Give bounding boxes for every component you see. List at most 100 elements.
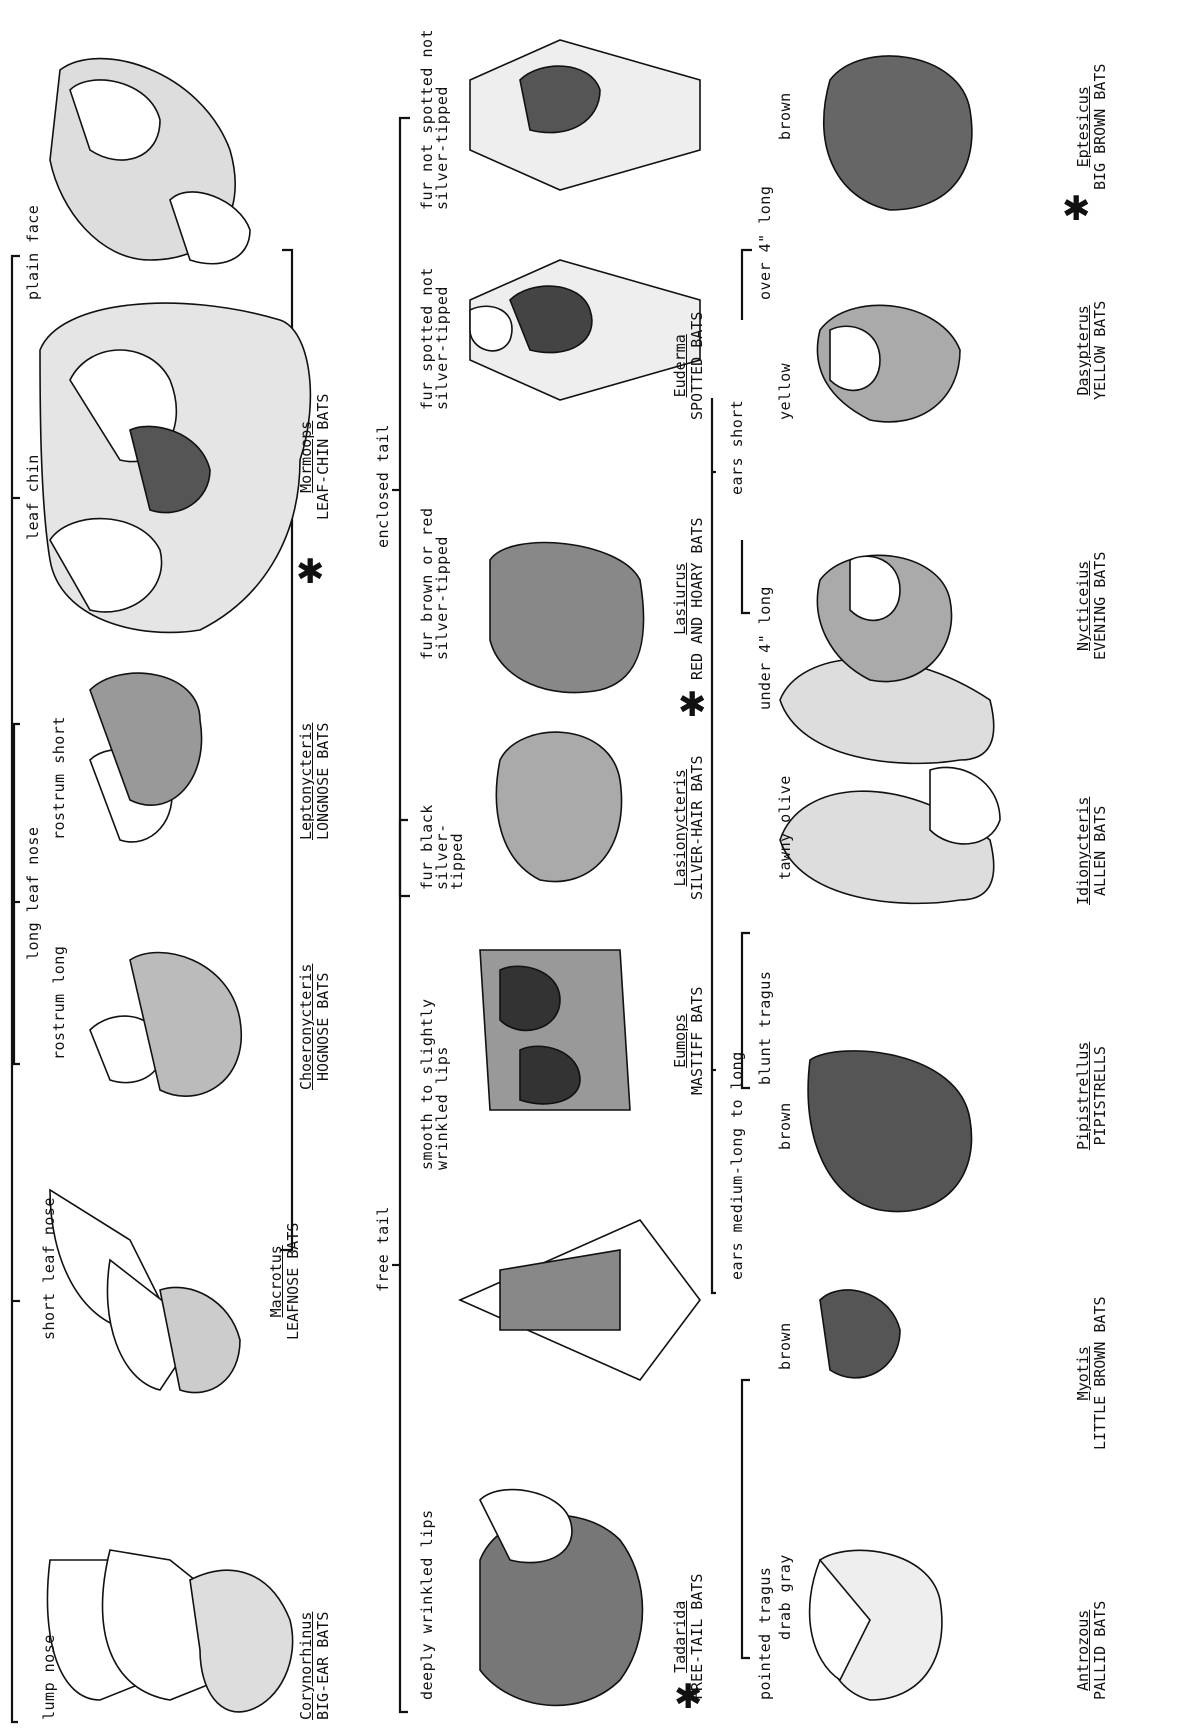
label-brown-pipistrellus: brown [778, 1102, 793, 1150]
bracket-over4 [742, 250, 752, 320]
label-fur-spotted: fur spotted not silver-tipped [420, 210, 450, 410]
label-pointed-tragus: pointed tragus [758, 1567, 773, 1700]
asterisk-lasiurus: ✱ [678, 688, 707, 722]
bracket-fur [400, 118, 410, 896]
genus-eumops: Eumops MASTIFF BATS [672, 987, 707, 1095]
label-brown-eptesicus: brown [778, 92, 793, 140]
genus-macrotus: Macrotus LEAFNOSE BATS [268, 1223, 303, 1340]
genus-name: Antrozous [1074, 1610, 1092, 1691]
genus-name: Myotis [1074, 1346, 1092, 1400]
genus-nycticeius: Nycticeius EVENING BATS [1075, 552, 1110, 660]
bracket-ear-length [742, 540, 750, 613]
genus-name: Nycticeius [1074, 561, 1092, 651]
label-plain-face: plain face [26, 205, 41, 300]
label-lump-nose: lump nose [42, 1634, 57, 1720]
genus-pipistrellus: Pipistrellus PIPISTRELLS [1075, 1042, 1110, 1150]
free-tail-illustration [460, 1220, 700, 1380]
genus-name: Macrotus [267, 1245, 285, 1317]
asterisk-eptesicus: ✱ [1062, 192, 1091, 226]
lasiurus-illustration [490, 543, 644, 693]
genus-name: Lasiurus [671, 563, 689, 635]
label-ears-short: ears short [730, 400, 745, 495]
genus-dasypterus: Dasypterus YELLOW BATS [1075, 301, 1110, 400]
genus-lasiurus: Lasiurus RED AND HOARY BATS [672, 517, 707, 680]
myotis-illustration [820, 1290, 900, 1378]
genus-myotis: Myotis LITTLE BROWN BATS [1075, 1296, 1110, 1450]
label-blunt-tragus: blunt tragus [758, 971, 773, 1085]
corynorhinus-illustration [47, 1550, 292, 1712]
leptonycteris-illustration [90, 673, 202, 842]
common-name: ALLEN BATS [1091, 806, 1109, 896]
asterisk-mormoops: ✱ [296, 555, 325, 589]
common-name: EVENING BATS [1091, 552, 1109, 660]
common-name: YELLOW BATS [1091, 301, 1109, 400]
label-leaf-chin: leaf chin [26, 454, 41, 540]
genus-name: Lasionycteris [671, 769, 689, 886]
eptesicus-illustration [824, 56, 972, 210]
macrotus-illustration [50, 1190, 240, 1393]
genus-name: Tadarida [671, 1601, 689, 1673]
common-name: BIG-EAR BATS [314, 1612, 332, 1720]
asterisk-tadarida: ✱ [674, 1680, 703, 1714]
label-fur-not-spotted: fur not spotted not silver-tipped [420, 10, 450, 210]
label-enclosed-tail: enclosed tail [376, 424, 391, 548]
label-deeply-wrinkled-lips: deeply wrinkled lips [420, 1509, 435, 1700]
common-name: BIG BROWN BATS [1091, 64, 1109, 190]
tadarida-illustration [480, 1490, 643, 1706]
antrozous-illustration [810, 1550, 942, 1700]
genus-leptonycteris: Leptonycteris LONGNOSE BATS [298, 723, 333, 840]
genus-name: Idionycteris [1074, 797, 1092, 905]
genus-name: Corynorhinus [297, 1612, 315, 1720]
genus-name: Eumops [671, 1014, 689, 1068]
label-free-tail: free tail [376, 1206, 391, 1292]
genus-name: Mormoops [297, 421, 315, 493]
choeronycteris-illustration [90, 953, 241, 1097]
plain-face-illustration [50, 59, 250, 264]
label-tawny-olive: tawny olive [778, 775, 793, 880]
common-name: PALLID BATS [1091, 1601, 1109, 1700]
genus-lasionycteris: Lasionycteris SILVER-HAIR BATS [672, 756, 707, 901]
euderma-illustration [470, 260, 700, 400]
genus-mormoops: Mormoops LEAF-CHIN BATS [298, 394, 333, 520]
label-fur-black: fur black silver-tipped [420, 770, 465, 890]
mormoops-illustration [40, 303, 310, 632]
genus-name: Choeronycteris [297, 964, 315, 1090]
idionycteris-illustration [780, 659, 1000, 904]
common-name: PIPISTRELLS [1091, 1046, 1109, 1145]
label-yellow: yellow [778, 363, 793, 420]
genus-corynorhinus: Corynorhinus BIG-EAR BATS [298, 1612, 333, 1720]
common-name: LITTLE BROWN BATS [1091, 1296, 1109, 1450]
common-name: RED AND HOARY BATS [688, 517, 706, 680]
bracket-ears [712, 398, 716, 1293]
bracket-rostrum [14, 724, 20, 1064]
label-long-leaf-nose: long leaf nose [26, 827, 41, 960]
common-name: LEAFNOSE BATS [284, 1223, 302, 1340]
genus-eptesicus: Eptesicus BIG BROWN BATS [1075, 64, 1110, 190]
label-ears-medium-long: ears medium-long to long [730, 1051, 745, 1280]
common-name: SPOTTED BATS [688, 312, 706, 420]
genus-euderma: Euderma SPOTTED BATS [672, 312, 707, 420]
bracket-tragus [742, 1380, 750, 1658]
label-smooth-lips: smooth to slightly wrinkled lips [420, 970, 450, 1170]
label-drab-gray: drab gray [778, 1554, 793, 1640]
common-name: LEAF-CHIN BATS [314, 394, 332, 520]
lasionycteris-illustration [496, 732, 621, 881]
genus-idionycteris: Idionycteris ALLEN BATS [1075, 797, 1110, 905]
label-brown-myotis: brown [778, 1322, 793, 1370]
common-name: LONGNOSE BATS [314, 723, 332, 840]
genus-name: Leptonycteris [297, 723, 315, 840]
label-fur-brown-red: fur brown or red silver-tipped [420, 490, 450, 660]
genus-choeronycteris: Choeronycteris HOGNOSE BATS [298, 964, 333, 1090]
label-rostrum-long: rostrum long [52, 946, 67, 1060]
genus-name: Pipistrellus [1074, 1042, 1092, 1150]
pipistrellus-illustration [808, 1051, 971, 1212]
fur-not-spotted-illustration [470, 40, 700, 190]
eumops-illustration [480, 950, 630, 1110]
common-name: HOGNOSE BATS [314, 973, 332, 1081]
label-short-leaf-nose: short leaf nose [42, 1197, 57, 1340]
dasypterus-illustration [817, 305, 960, 422]
genus-antrozous: Antrozous PALLID BATS [1075, 1601, 1110, 1700]
label-under-4-long: under 4" long [758, 586, 773, 710]
genus-name: Eptesicus [1074, 86, 1092, 167]
